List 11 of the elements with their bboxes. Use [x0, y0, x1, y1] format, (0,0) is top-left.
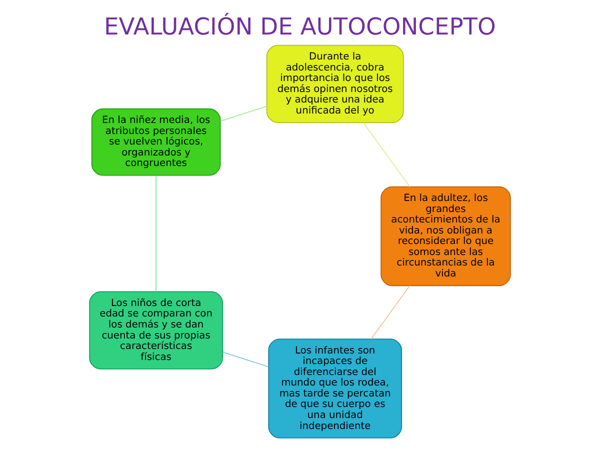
node-box: En la adultez, los grandes acontecimientos de la vida, nos obligan a reconsiderar lo que somos ante las circunstancias de la vida: [380, 186, 511, 286]
diagram-title: EVALUACIÓN DE AUTOCONCEPTO: [104, 12, 496, 40]
connector: [220, 106, 268, 122]
connector: [370, 285, 410, 340]
node-box: Durante la adolescencia, cobra importancia lo que los demás opinen nosotros y adquiere una idea unificada del yo: [266, 44, 404, 124]
connector: [222, 352, 269, 368]
node-box: Los infantes son incapaces de diferenciarse del mundo que los rodea, mas tarde se percatan de que su cuerpo es una unidad independiente: [268, 338, 402, 438]
node-box: En la niñez media, los atributos personales se vuelven lógicos, organizados y congruentes: [91, 108, 221, 176]
connector: [362, 122, 410, 188]
connector: [156, 175, 157, 292]
node-box: Los niños de corta edad se comparan con los demás y se dan cuenta de sus propias características físicas: [89, 291, 223, 370]
